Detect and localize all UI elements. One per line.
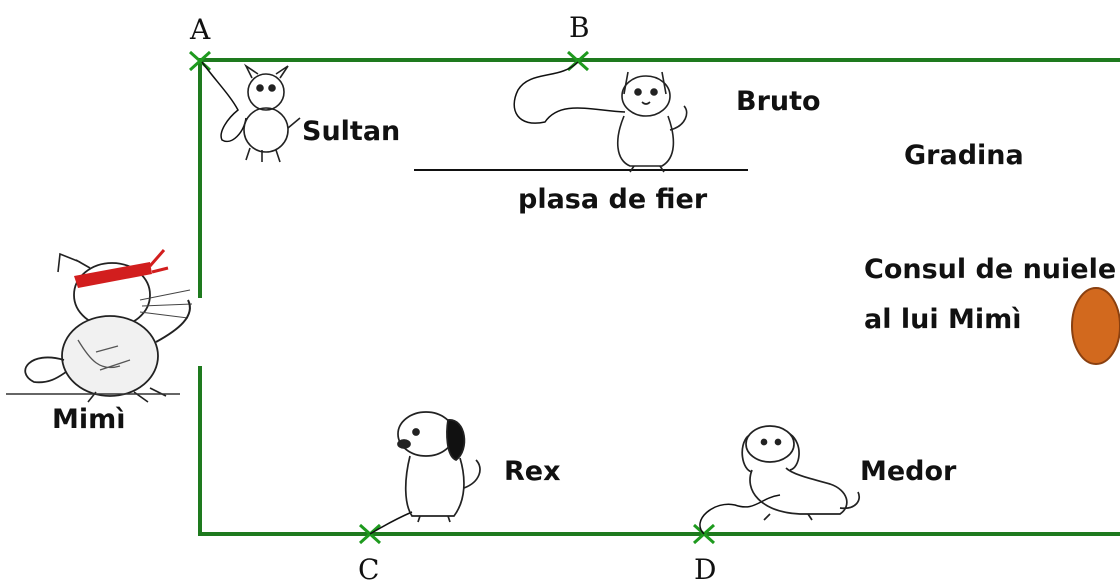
- rex-dog-icon: [397, 411, 481, 523]
- iron-fence-label: plasa de fier: [518, 184, 708, 215]
- basket-icon: [1071, 287, 1120, 365]
- point-label-b: B: [569, 11, 590, 44]
- garden-label: Gradina: [904, 140, 1024, 171]
- rex-label: Rex: [504, 456, 561, 487]
- sultan-rope: [201, 61, 247, 143]
- point-label-c: C: [358, 553, 380, 586]
- medor-dog-icon: [741, 425, 860, 521]
- point-label-d: D: [694, 553, 717, 586]
- basket-label-line1: Consul de nuiele: [864, 256, 1117, 283]
- bruto-rope: [513, 61, 626, 124]
- rex-rope: [369, 511, 413, 535]
- mimi-cat-icon: [24, 249, 193, 403]
- mimi-label: Mimì: [52, 404, 126, 435]
- sultan-dog-icon: [243, 63, 301, 163]
- bruto-label: Bruto: [736, 86, 821, 117]
- basket-label-line2: al lui Mimì: [864, 304, 1022, 335]
- point-label-a: A: [190, 13, 211, 46]
- medor-rope: [699, 494, 781, 535]
- bruto-cat-icon: [617, 71, 688, 173]
- medor-label: Medor: [860, 456, 957, 487]
- sultan-label: Sultan: [302, 116, 401, 147]
